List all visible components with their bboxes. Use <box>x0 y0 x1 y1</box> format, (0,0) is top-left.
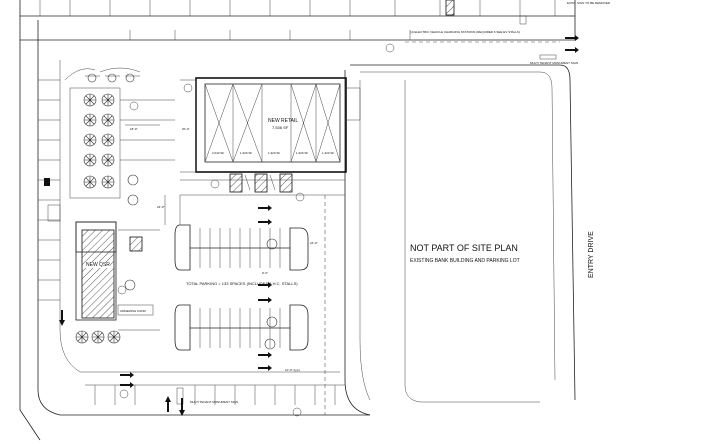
dimension-d: 20'-0" <box>182 127 190 131</box>
traffic-arrow-icon <box>257 364 273 372</box>
keynote-circle-icon <box>385 43 395 53</box>
center-parking <box>164 195 309 351</box>
sign-top-right-label: EXIST. SIGN TO BE REMOVED <box>567 1 611 5</box>
dimension-f: 10'-0" (typ.) <box>285 368 301 372</box>
dimension-b: 24'-0" <box>157 205 165 209</box>
traffic-arrow-icon <box>257 351 273 359</box>
existing-bank-label: EXISTING BANK BUILDING AND PARKING LOT <box>410 258 520 264</box>
qsr-building <box>75 221 160 331</box>
top-parking-row <box>20 0 576 43</box>
patio-trees <box>69 73 175 344</box>
keynote-circle-icon <box>183 83 193 93</box>
traffic-arrow-icon <box>257 296 273 304</box>
property-lines <box>19 0 576 441</box>
entry-drive-label: ENTRY DRIVE <box>588 231 595 278</box>
ev-note: (4) ELECTRIC VEHICLE CHARGING STATIONS (… <box>410 30 521 34</box>
traffic-arrow-icon <box>119 381 135 389</box>
traffic-arrow-icon <box>119 371 135 379</box>
left-parking <box>38 67 141 301</box>
keynote-circle-icon <box>129 101 139 111</box>
new-retail-sf: 7,536 SF <box>272 125 289 130</box>
retail-building <box>180 77 347 196</box>
keynote-circle-icon <box>119 389 129 399</box>
new-retail-label: NEW RETAIL <box>268 118 299 124</box>
keynote-circle-icon <box>292 407 302 417</box>
keynote-circle-icon <box>295 192 305 202</box>
total-parking-label: TOTAL PARKING = 133 SPACES (INCLUDES 6 H… <box>186 281 298 286</box>
unit-sf-2: 1,320 SF <box>240 151 253 155</box>
traffic-arrow-icon <box>564 46 580 54</box>
new-qsr-label: NEW QSR <box>86 262 110 268</box>
dimension-a: 18'-0" <box>130 127 138 131</box>
sign-bottom-label: MULTI TENANT MONUMENT SIGN <box>190 400 239 404</box>
keynote-circles <box>117 43 395 417</box>
dimension-e: 24'-0" <box>310 241 318 245</box>
unit-sf-5: 1,320 SF <box>322 151 335 155</box>
keynote-circle-icon <box>210 179 220 189</box>
sign-right-label: MULTI TENANT MONUMENT SIGN <box>530 61 579 65</box>
traffic-arrows <box>59 34 580 416</box>
unit-sf-4: 1,320 SF <box>296 151 309 155</box>
dimension-c: 9'-0" <box>262 271 268 275</box>
unit-sf-3: 1,320 SF <box>268 151 281 155</box>
ordering-kiosk-label: ORDERING KIOSK <box>120 309 147 313</box>
traffic-arrow-icon <box>257 218 273 226</box>
not-part-label: NOT PART OF SITE PLAN <box>410 243 518 253</box>
traffic-arrow-icon <box>257 204 273 212</box>
keynote-circle-icon <box>117 285 127 295</box>
unit-sf-1: 2,040 SF <box>212 151 225 155</box>
